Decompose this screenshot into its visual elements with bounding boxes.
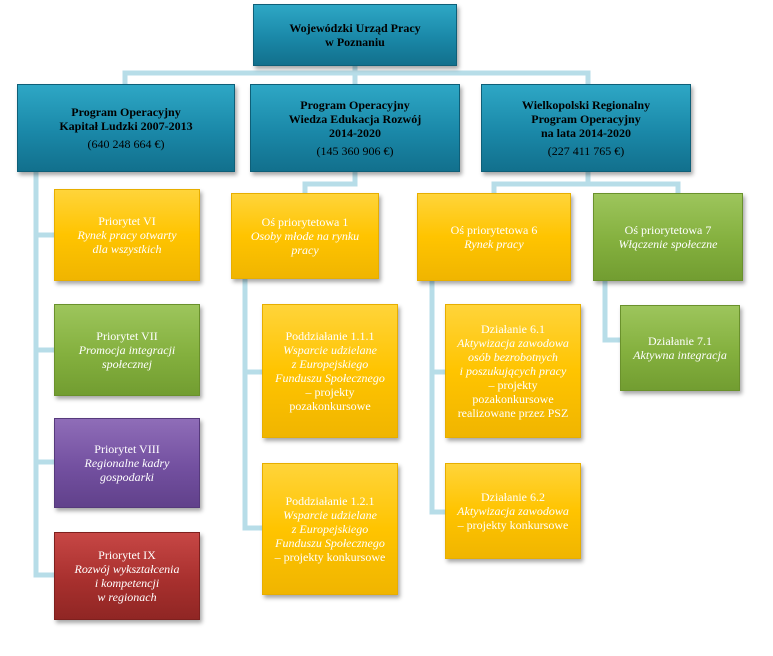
program-1-amount: (640 248 664 €) <box>87 137 165 151</box>
action-6-1-note1: – projekty <box>488 378 538 392</box>
action-6-1-note3: realizowane przez PSZ <box>457 406 569 420</box>
priority-8-line2: gospodarki <box>100 470 154 484</box>
axis-6-line1: Rynek pracy <box>464 237 524 251</box>
program-2-line3: 2014-2020 <box>329 126 381 140</box>
action-7-1-title: Działanie 7.1 <box>648 334 712 348</box>
program-1-line1: Program Operacyjny <box>71 105 181 119</box>
connector-program-1 <box>33 172 54 578</box>
action-1-2-1-italic3: Funduszu Społecznego <box>275 536 385 550</box>
priority-6-line1: Rynek pracy otwarty <box>77 228 177 242</box>
connector-axis-6 <box>429 280 445 515</box>
action-box-7-1: Działanie 7.1 Aktywna integracja <box>620 305 740 391</box>
action-7-1-italic1: Aktywna integracja <box>633 348 727 362</box>
program-3-line3: na lata 2014-2020 <box>541 126 631 140</box>
connector-program-2 <box>302 172 358 193</box>
action-6-1-italic1: Aktywizacja zawodowa <box>457 336 569 350</box>
root-line2: w Poznaniu <box>325 35 385 49</box>
connector-axis-1 <box>242 278 262 531</box>
priority-9-line3: w regionach <box>97 590 157 604</box>
connector-root <box>122 66 591 84</box>
action-1-1-1-italic1: Wsparcie udzielane <box>283 343 377 357</box>
action-box-1-1-1: Poddziałanie 1.1.1 Wsparcie udzielane z … <box>262 304 398 438</box>
axis-7-title: Oś priorytetowa 7 <box>624 223 712 237</box>
priority-6-title: Priorytet VI <box>98 214 156 228</box>
action-1-1-1-title: Poddziałanie 1.1.1 <box>285 329 375 343</box>
priority-9-line1: Rozwój wykształcenia <box>74 562 180 576</box>
connector-axis-7 <box>602 280 620 343</box>
priority-box-8: Priorytet VIII Regionalne kadry gospodar… <box>54 418 200 508</box>
priority-9-title: Priorytet IX <box>98 548 156 562</box>
root-line1: Wojewódzki Urząd Pracy <box>289 21 421 35</box>
action-box-1-2-1: Poddziałanie 1.2.1 Wsparcie udzielane z … <box>262 463 398 595</box>
priority-7-line1: Promocja integracji <box>78 343 176 357</box>
action-1-2-1-title: Poddziałanie 1.2.1 <box>285 494 375 508</box>
action-6-1-italic2: osób bezrobotnych <box>468 350 558 364</box>
axis-box-7: Oś priorytetowa 7 Włączenie społeczne <box>593 193 743 281</box>
program-box-2: Program Operacyjny Wiedza Edukacja Rozwó… <box>250 84 460 172</box>
action-box-6-1: Działanie 6.1 Aktywizacja zawodowa osób … <box>445 304 581 438</box>
program-box-3: Wielkopolski Regionalny Program Operacyj… <box>481 84 691 172</box>
action-6-1-italic3: i poszukujących pracy <box>459 364 567 378</box>
priority-8-title: Priorytet VIII <box>94 442 160 456</box>
action-6-1-title: Działanie 6.1 <box>481 322 545 336</box>
program-3-line2: Program Operacyjny <box>531 112 641 126</box>
action-6-2-title: Działanie 6.2 <box>481 490 545 504</box>
program-1-line2: Kapitał Ludzki 2007-2013 <box>59 119 193 133</box>
action-6-2-note1: – projekty konkursowe <box>457 518 569 532</box>
program-2-line1: Program Operacyjny <box>300 98 410 112</box>
axis-1-line2: pracy <box>291 243 319 257</box>
program-2-amount: (145 360 906 €) <box>316 144 394 158</box>
axis-1-line1: Osoby młode na rynku <box>250 229 360 243</box>
priority-6-line2: dla wszystkich <box>92 242 162 256</box>
priority-box-6: Priorytet VI Rynek pracy otwarty dla wsz… <box>54 189 200 281</box>
program-box-1: Program Operacyjny Kapitał Ludzki 2007-2… <box>17 84 235 172</box>
program-3-line1: Wielkopolski Regionalny <box>521 98 651 112</box>
action-1-1-1-note1: – projekty <box>305 385 355 399</box>
action-box-6-2: Działanie 6.2 Aktywizacja zawodowa – pro… <box>445 463 581 559</box>
axis-6-title: Oś priorytetowa 6 <box>450 223 538 237</box>
axis-box-1: Oś priorytetowa 1 Osoby młode na rynku p… <box>231 193 379 279</box>
program-2-line2: Wiedza Edukacja Rozwój <box>288 112 422 126</box>
axis-7-line1: Włączenie społeczne <box>618 237 718 251</box>
priority-box-9: Priorytet IX Rozwój wykształcenia i komp… <box>54 532 200 620</box>
priority-7-title: Priorytet VII <box>96 329 158 343</box>
root-box: Wojewódzki Urząd Pracy w Poznaniu <box>253 4 457 66</box>
connector-program-3 <box>491 172 681 193</box>
priority-7-line2: społecznej <box>102 357 152 371</box>
axis-1-title: Oś priorytetowa 1 <box>261 215 349 229</box>
priority-8-line1: Regionalne kadry <box>84 456 170 470</box>
action-1-1-1-italic2: z Europejskiego <box>291 357 369 371</box>
action-6-2-italic1: Aktywizacja zawodowa <box>457 504 569 518</box>
action-1-1-1-note2: pozakonkursowe <box>289 399 371 413</box>
action-6-1-note2: pozakonkursowe <box>472 392 554 406</box>
action-1-2-1-note1: – projekty konkursowe <box>274 550 386 564</box>
priority-9-line2: i kompetencji <box>94 576 160 590</box>
action-1-2-1-italic2: z Europejskiego <box>291 522 369 536</box>
axis-box-6: Oś priorytetowa 6 Rynek pracy <box>417 193 571 281</box>
action-1-2-1-italic1: Wsparcie udzielane <box>283 508 377 522</box>
program-3-amount: (227 411 765 €) <box>547 144 625 158</box>
priority-box-7: Priorytet VII Promocja integracji społec… <box>54 304 200 396</box>
action-1-1-1-italic3: Funduszu Społecznego <box>275 371 385 385</box>
